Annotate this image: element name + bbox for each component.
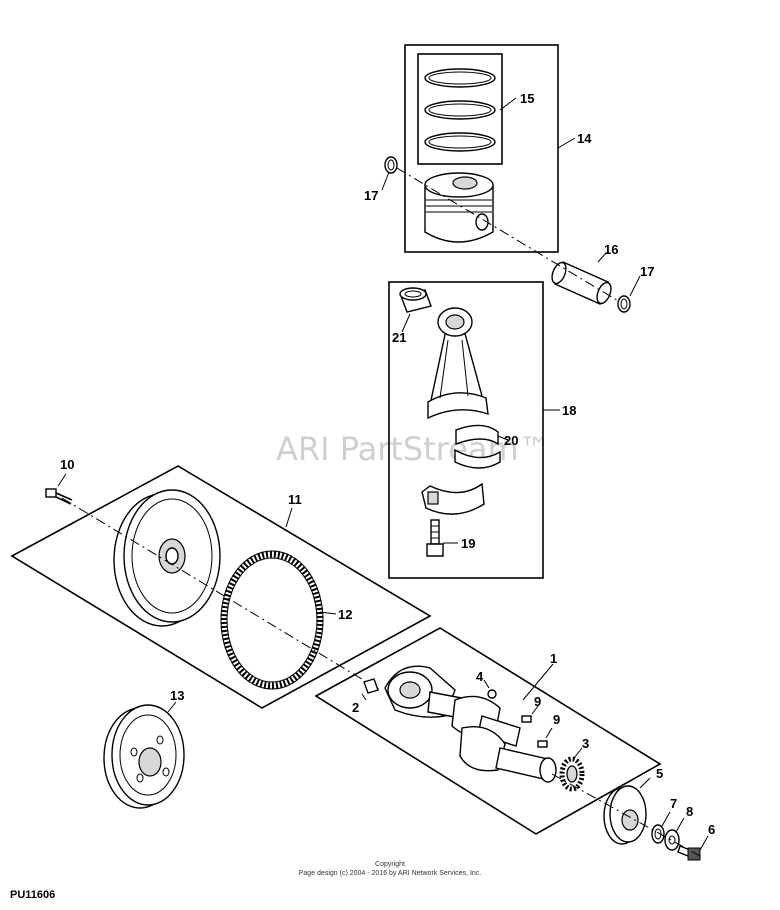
copyright-line-2: Page design (c) 2004 - 2016 by ARI Netwo… [299, 870, 482, 877]
callout-20[interactable]: 20 [504, 433, 518, 448]
callout-9-upper[interactable]: 9 [534, 694, 541, 709]
piston-kit-box [404, 44, 559, 253]
circlip-right[interactable] [617, 295, 631, 313]
callout-2[interactable]: 2 [352, 700, 359, 715]
check-ball[interactable] [487, 689, 497, 699]
copyright-line-1: Copyright [375, 861, 405, 868]
circlip-left[interactable] [384, 156, 398, 174]
woodruff-key-1[interactable] [521, 715, 532, 723]
flywheel-box [10, 465, 432, 709]
callout-18[interactable]: 18 [562, 403, 576, 418]
pin-bushing[interactable] [399, 287, 432, 313]
callout-16[interactable]: 16 [604, 242, 618, 257]
piston-rings[interactable] [424, 68, 496, 152]
piston[interactable] [424, 172, 494, 243]
o-ring[interactable] [651, 824, 665, 844]
callout-15[interactable]: 15 [520, 91, 534, 106]
callout-12[interactable]: 12 [338, 607, 352, 622]
callout-11[interactable]: 11 [288, 492, 302, 507]
dowel-pin[interactable] [363, 678, 379, 694]
callout-17-left[interactable]: 17 [364, 188, 378, 203]
callout-8[interactable]: 8 [686, 804, 693, 819]
callout-7[interactable]: 7 [670, 796, 677, 811]
connecting-rod[interactable] [427, 307, 489, 420]
callout-4[interactable]: 4 [476, 669, 484, 684]
crankshaft-pulley[interactable] [103, 704, 185, 809]
washer[interactable] [664, 829, 680, 851]
watermark: ARI PartStream™ [276, 430, 551, 468]
callout-21[interactable]: 21 [392, 330, 406, 345]
rod-bolt[interactable] [426, 519, 444, 557]
flywheel[interactable] [113, 489, 221, 627]
front-hub[interactable] [603, 785, 647, 845]
callout-9-lower[interactable]: 9 [553, 712, 560, 727]
crankshaft-box [314, 627, 662, 835]
flywheel-group: 10 11 12 [10, 457, 432, 709]
woodruff-key-2[interactable] [537, 740, 548, 748]
crankshaft-group: 1 2 4 9 9 3 [314, 627, 662, 835]
rod-cap[interactable] [421, 482, 485, 515]
callout-13[interactable]: 13 [170, 688, 184, 703]
callout-17-right[interactable]: 17 [640, 264, 654, 279]
callout-3[interactable]: 3 [582, 736, 589, 751]
callout-5[interactable]: 5 [656, 766, 663, 781]
callout-10[interactable]: 10 [60, 457, 74, 472]
piston-group: 15 14 17 16 17 [364, 44, 654, 313]
ring-gear[interactable] [220, 550, 324, 690]
callout-14[interactable]: 14 [577, 131, 592, 146]
callout-1[interactable]: 1 [550, 651, 557, 666]
flywheel-bolt[interactable] [45, 488, 73, 505]
crankshaft-gear[interactable] [559, 756, 585, 792]
rod-kit-box [388, 281, 544, 579]
callout-6[interactable]: 6 [708, 822, 715, 837]
hub-bolt[interactable] [677, 845, 701, 861]
connecting-rod-group: 21 18 20 19 [388, 281, 576, 579]
rod-bearing-shells[interactable] [454, 424, 501, 469]
callout-19[interactable]: 19 [461, 536, 475, 551]
crankshaft[interactable] [384, 665, 557, 783]
piston-pin[interactable] [549, 261, 613, 306]
figure-code: PU11606 [10, 889, 55, 901]
